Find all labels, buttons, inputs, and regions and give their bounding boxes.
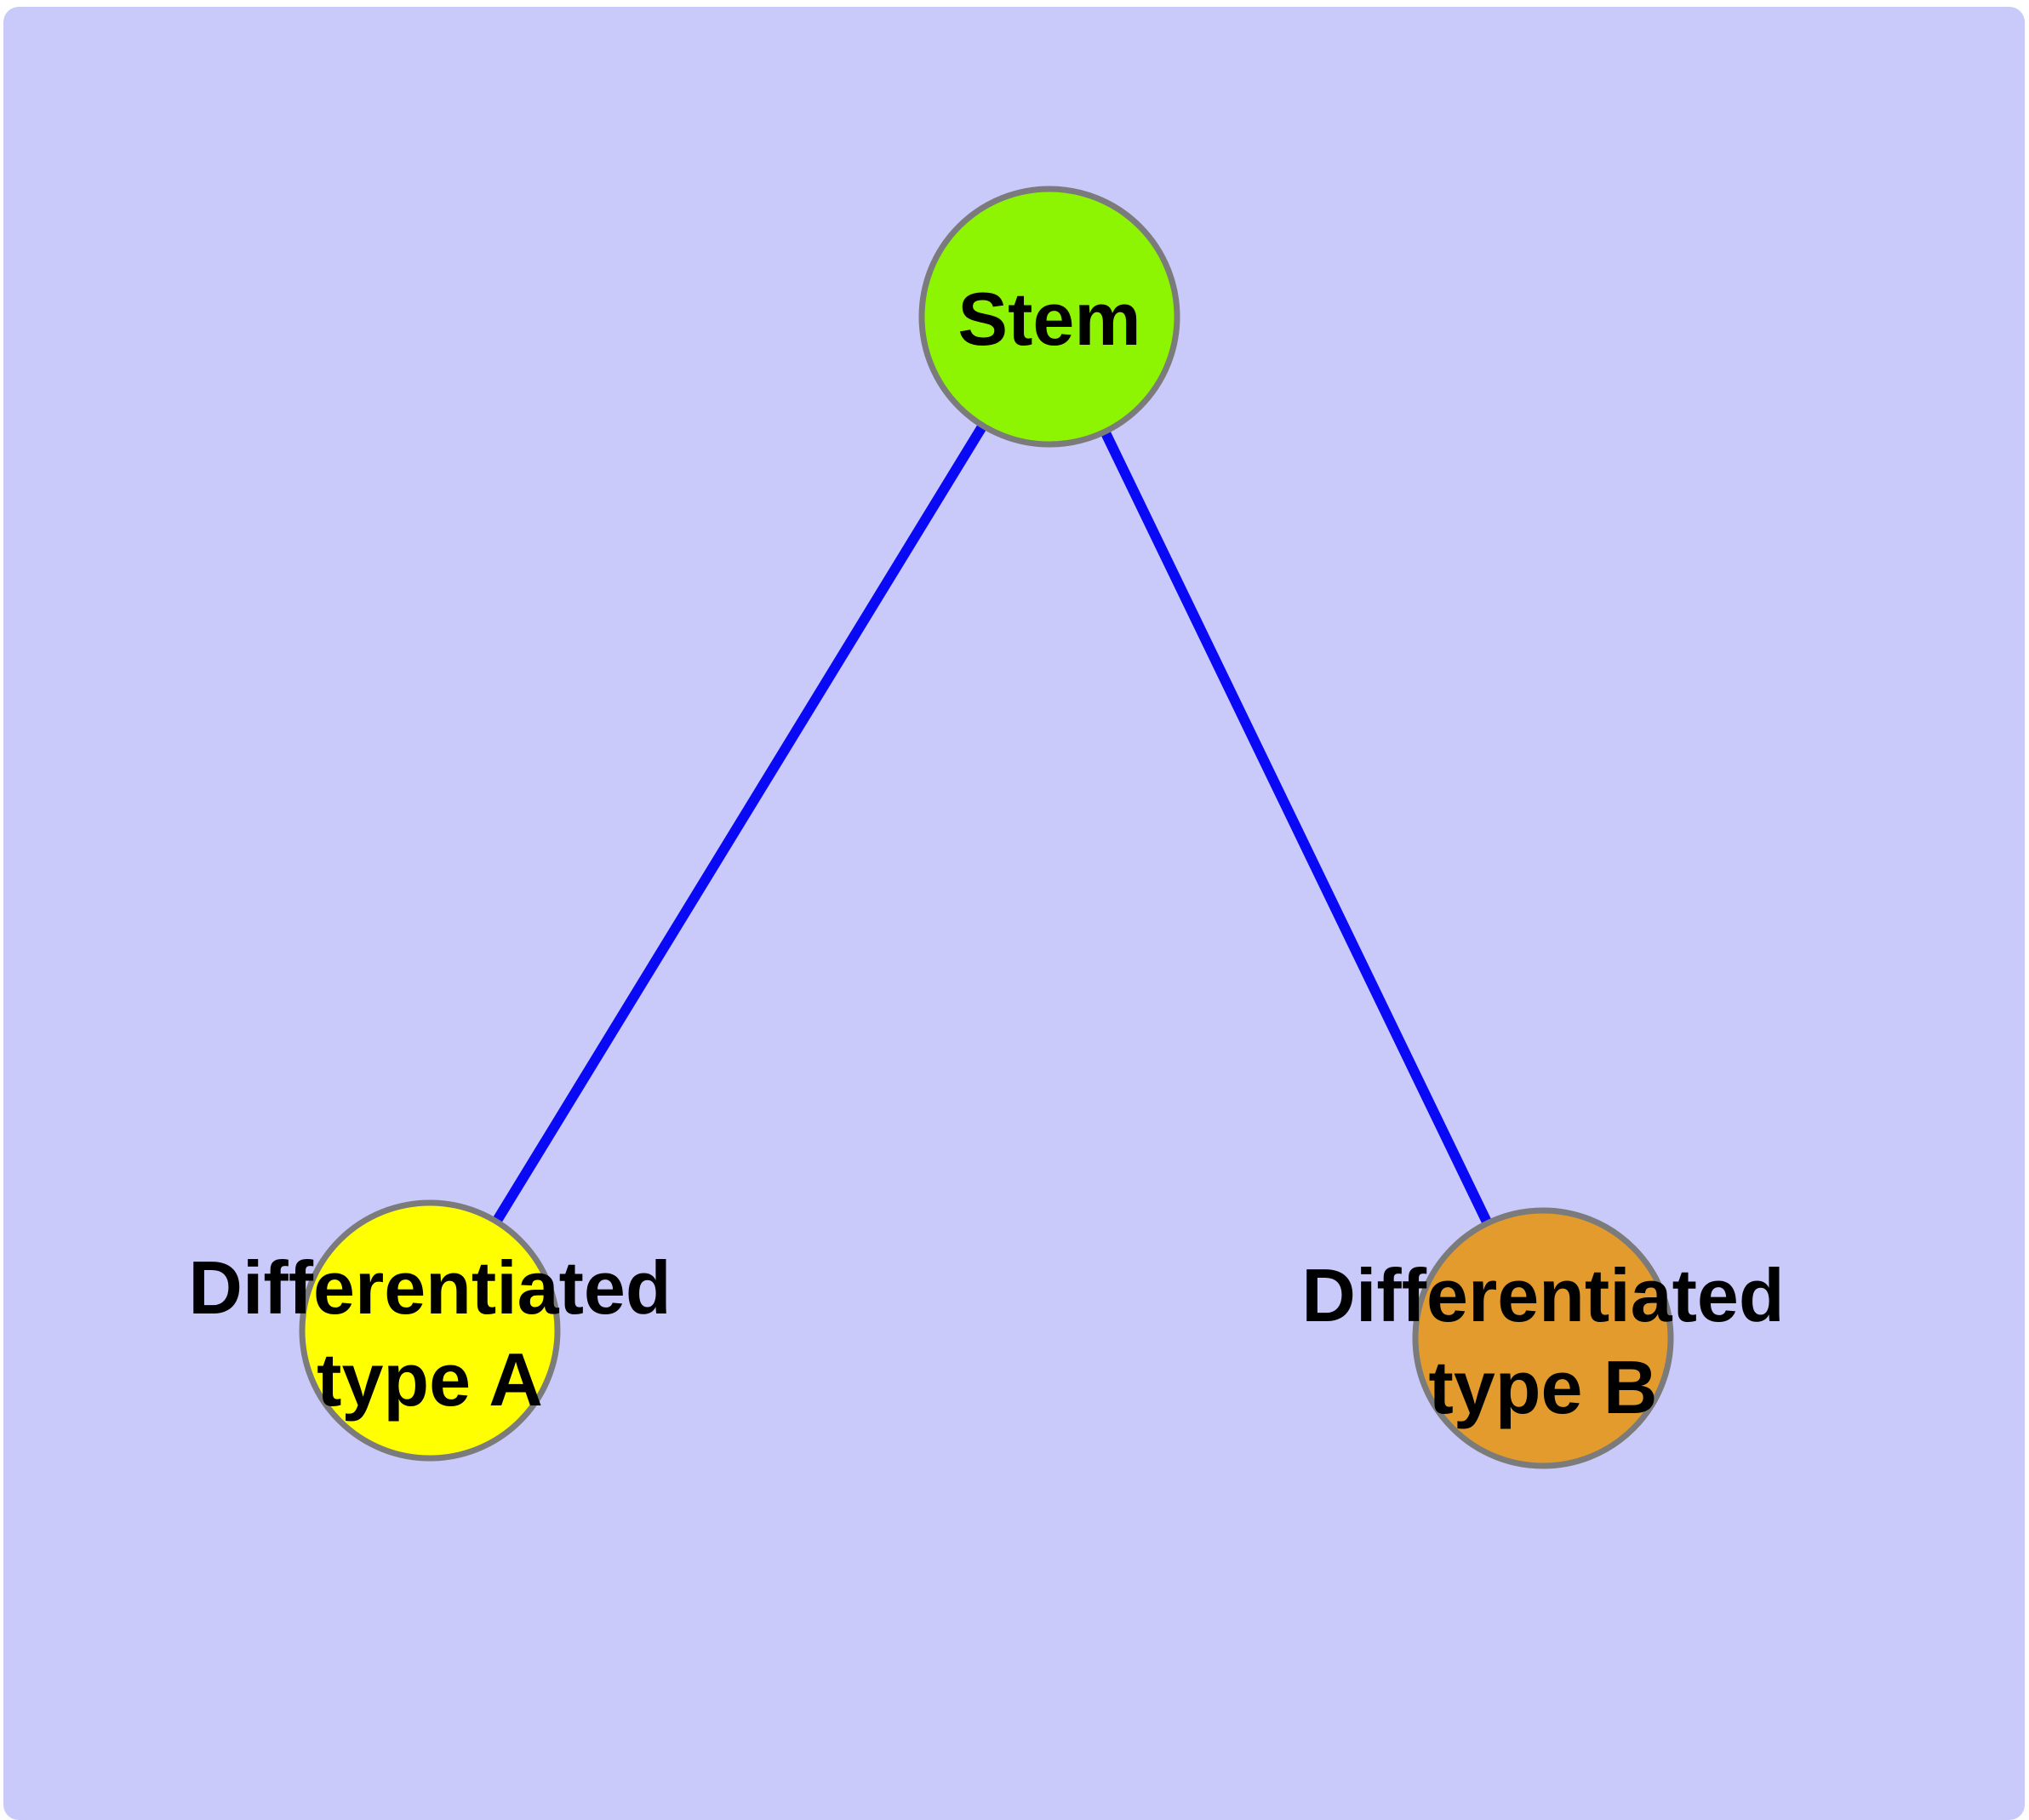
node-stem [918,186,1180,448]
node-label-line: Differentiated [1301,1253,1784,1337]
node-label-line: Differentiated [188,1245,671,1330]
node-label-line: type B [1429,1345,1658,1429]
nodes-layer [299,186,1674,1469]
edges-layer [425,313,1548,1341]
edge-stem-to-differentiated-type-b [1044,314,1548,1341]
node-differentiated-type-a [299,1199,561,1462]
edge-stem-to-differentiated-type-a [425,313,1055,1334]
node-label-stem: Stem [957,277,1140,361]
node-label-line: Stem [957,277,1140,361]
node-label-line: type A [317,1337,543,1422]
node-differentiated-type-b [1412,1207,1674,1469]
